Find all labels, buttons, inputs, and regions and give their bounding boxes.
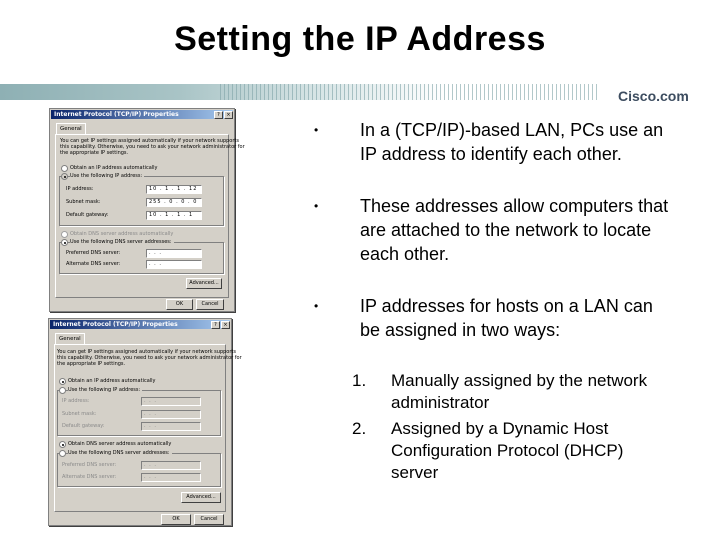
ip-address-field[interactable]: . . . <box>141 397 201 406</box>
use-following-ip-label: Use the following IP address: <box>70 173 145 180</box>
preferred-dns-field[interactable]: . . . <box>146 249 202 258</box>
dns-group <box>59 242 224 274</box>
use-following-ip-radio[interactable] <box>61 173 68 180</box>
obtain-dns-auto-radio[interactable] <box>61 231 68 238</box>
close-button[interactable]: × <box>221 321 230 329</box>
default-gateway-label: Default gateway: <box>62 423 105 429</box>
alternate-dns-label: Alternate DNS server: <box>66 261 121 267</box>
description-line-2: this capability. Otherwise, you need to … <box>57 355 242 361</box>
ip-address-field[interactable]: 10 . 1 . 1 . 12 <box>146 185 202 194</box>
header-band-lines <box>220 84 600 100</box>
sub-item-number: 1. <box>352 371 367 390</box>
bullet-dot: • <box>314 299 319 313</box>
subnet-mask-label: Subnet mask: <box>66 199 101 205</box>
alternate-dns-field[interactable]: . . . <box>146 260 202 269</box>
cancel-button[interactable]: Cancel <box>194 514 224 525</box>
ok-button[interactable]: OK <box>161 514 191 525</box>
preferred-dns-field[interactable]: . . . <box>141 461 201 470</box>
preferred-dns-label: Preferred DNS server: <box>66 250 121 256</box>
general-panel <box>54 344 226 512</box>
obtain-dns-auto-label: Obtain DNS server address automatically <box>70 231 174 237</box>
use-following-dns-radio[interactable] <box>59 450 66 457</box>
default-gateway-field[interactable]: . . . <box>141 422 201 431</box>
advanced-button[interactable]: Advanced... <box>181 492 221 503</box>
ip-address-label: IP address: <box>66 186 94 192</box>
use-following-dns-radio[interactable] <box>61 239 68 246</box>
tcpip-properties-dialog-static: Internet Protocol (TCP/IP) Properties ? … <box>49 108 245 312</box>
preferred-dns-label: Preferred DNS server: <box>62 462 117 468</box>
default-gateway-label: Default gateway: <box>66 212 109 218</box>
obtain-ip-auto-radio[interactable] <box>61 165 68 172</box>
subnet-mask-label: Subnet mask: <box>62 411 97 417</box>
general-panel <box>55 134 229 298</box>
sub-item-number: 2. <box>352 419 367 438</box>
dialog-title-bar: Internet Protocol (TCP/IP) Properties <box>51 110 233 119</box>
bullet-text: In a (TCP/IP)-based LAN, PCs use an IP a… <box>360 120 664 164</box>
bullet-dot: • <box>314 123 319 137</box>
sub-item-text: Assigned by a Dynamic Host Configuration… <box>391 419 624 482</box>
use-following-dns-label: Use the following DNS server addresses: <box>70 239 174 246</box>
description-line-3: the appropriate IP settings. <box>57 361 126 367</box>
sub-item-text: Manually assigned by the network adminis… <box>391 371 648 412</box>
bullet-dot: • <box>314 199 319 213</box>
description-line-1: You can get IP settings assigned automat… <box>60 138 239 144</box>
slide-title: Setting the IP Address <box>174 20 546 58</box>
alternate-dns-field[interactable]: . . . <box>141 473 201 482</box>
description-line-1: You can get IP settings assigned automat… <box>57 349 236 355</box>
obtain-ip-auto-label: Obtain an IP address automatically <box>70 165 158 171</box>
subnet-mask-field[interactable]: 255 . 0 . 0 . 0 <box>146 198 202 207</box>
obtain-ip-auto-radio[interactable] <box>59 378 66 385</box>
dialog-title-bar: Internet Protocol (TCP/IP) Properties <box>50 320 230 329</box>
use-following-ip-radio[interactable] <box>59 387 66 394</box>
use-following-ip-label: Use the following IP address: <box>68 387 143 394</box>
use-following-dns-label: Use the following DNS server addresses: <box>68 450 172 457</box>
tab-general[interactable]: General <box>55 333 85 344</box>
description-line-2: this capability. Otherwise, you need to … <box>60 144 245 150</box>
bullet-text: IP addresses for hosts on a LAN can be a… <box>360 296 653 340</box>
subnet-mask-field[interactable]: . . . <box>141 410 201 419</box>
close-button[interactable]: × <box>224 111 233 119</box>
obtain-dns-auto-radio[interactable] <box>59 441 66 448</box>
description-line-3: the appropriate IP settings. <box>60 150 129 156</box>
ip-address-label: IP address: <box>62 398 90 404</box>
bullet-text: These addresses allow computers that are… <box>360 196 669 264</box>
obtain-dns-auto-label: Obtain DNS server address automatically <box>68 441 172 447</box>
cancel-button[interactable]: Cancel <box>196 299 224 310</box>
cisco-logo: Cisco.com <box>618 88 689 104</box>
default-gateway-field[interactable]: 10 . 1 . 1 . 1 <box>146 211 202 220</box>
help-button[interactable]: ? <box>211 321 220 329</box>
tcpip-properties-dialog-dhcp: Internet Protocol (TCP/IP) Properties ? … <box>48 318 242 526</box>
tab-general[interactable]: General <box>56 123 86 134</box>
help-button[interactable]: ? <box>214 111 223 119</box>
alternate-dns-label: Alternate DNS server: <box>62 474 117 480</box>
advanced-button[interactable]: Advanced... <box>186 278 222 289</box>
ok-button[interactable]: OK <box>166 299 193 310</box>
obtain-ip-auto-label: Obtain an IP address automatically <box>68 378 156 384</box>
